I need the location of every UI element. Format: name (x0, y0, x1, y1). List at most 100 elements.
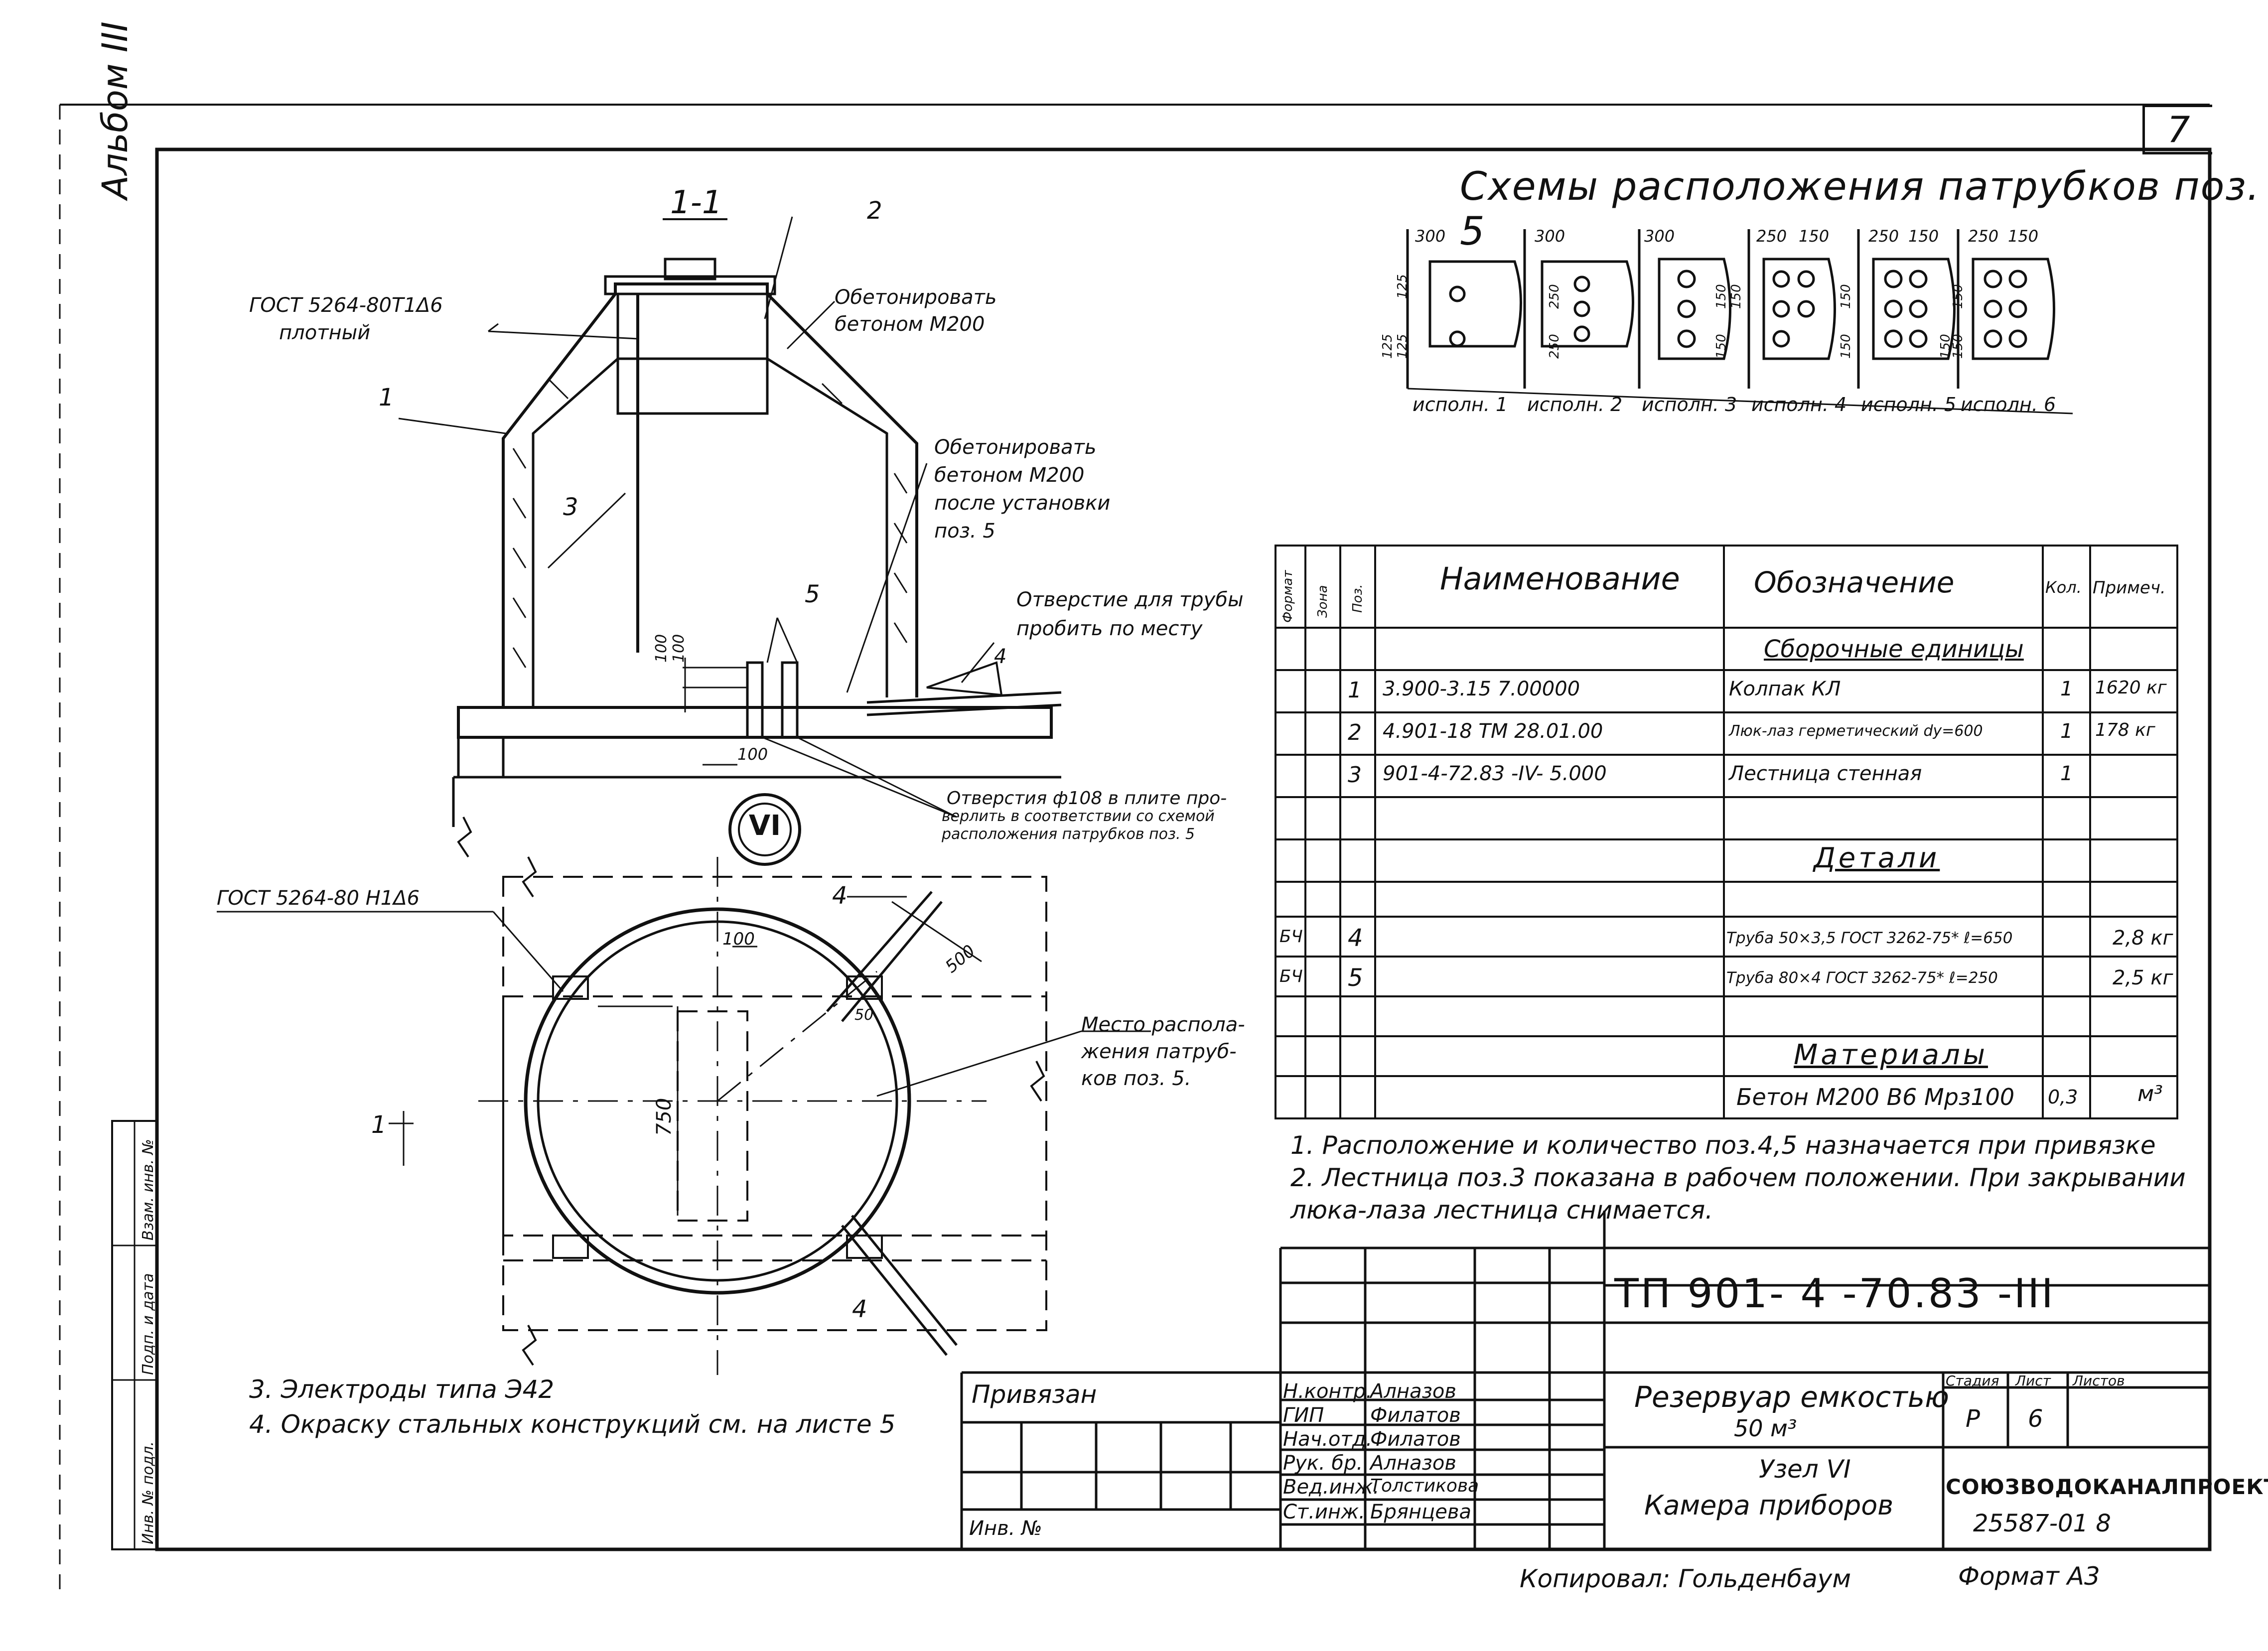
spec-row-6-designation: Бетон М200 В6 Мрз100 (1736, 1084, 2015, 1110)
album-label: Альбом III (95, 21, 136, 199)
dim-100-v2: 100 (670, 634, 688, 663)
place-note-line: Место распола- (1081, 1013, 1245, 1036)
scheme4-dim: 150 (1839, 284, 1853, 309)
callout-4: 4 (994, 645, 1007, 668)
dim-50: 50 (854, 1006, 874, 1024)
scheme1-dim: 300 (1415, 227, 1446, 246)
concrete-note-1: Обетонировать бетоном М200 (835, 284, 997, 338)
spec-row-1-note: 1620 кг (2095, 678, 2167, 698)
dim-100-plan: 100 (722, 929, 755, 949)
concrete-note-2-line: Обетонировать (934, 436, 1097, 459)
gost-weld-2: ГОСТ 5264-80 Н1Δ6 (217, 887, 420, 910)
spec-row-6-qty: 0,3 (2048, 1086, 2078, 1108)
title-line1: Резервуар емкостью (1634, 1380, 1949, 1414)
spec-row-4-designation: Труба 50×3,5 ГОСТ 3262-75* ℓ=650 (1726, 929, 2013, 947)
cap-inner (532, 357, 888, 707)
scheme-label-3: исполн. 3 (1642, 394, 1737, 415)
name-3: Филатов (1370, 1428, 1461, 1451)
bound-label: Привязан (972, 1380, 1097, 1409)
note-2: 2. Лестница поз.3 показана в рабочем пол… (1290, 1163, 2186, 1192)
scheme2-dim: 250 (1547, 334, 1562, 359)
name-2: Филатов (1370, 1404, 1461, 1427)
scheme1-dim: 125 (1380, 334, 1395, 359)
scheme2-dim: 300 (1535, 227, 1565, 246)
callout-2: 2 (867, 197, 882, 225)
spec-section-materials: Материалы (1794, 1039, 1988, 1071)
drill-note-line: верлить в соответствии со схемой (942, 808, 1215, 825)
sub-line1: Узел VI (1759, 1455, 1851, 1484)
scheme-label-5: исполн. 5 (1861, 394, 1957, 415)
spec-row-6-note: м³ (2137, 1081, 2163, 1106)
side-sign-date: Подп. и дата (140, 1273, 157, 1375)
spec-row-4-format: БЧ (1279, 927, 1303, 947)
scheme4-dim: 150 (1799, 227, 1830, 246)
note-3: 3. Электроды типа Э42 (249, 1375, 555, 1404)
spec-row-1-designation: Колпак КЛ (1729, 678, 1841, 700)
spec-header-format: Формат (1280, 570, 1295, 623)
sub-line2: Камера приборов (1644, 1490, 1894, 1521)
format-label: Формат А3 (1958, 1562, 2100, 1591)
spec-row-3-name: 901-4-72.83 -IV- 5.000 (1383, 762, 1607, 785)
doc-code: ТП 901- 4 -70.83 -III (1614, 1270, 2055, 1317)
concrete-note-1-line: бетоном М200 (835, 313, 985, 336)
hole-note-line: Отверстие для трубы (1016, 588, 1244, 611)
callout-1: 1 (379, 384, 394, 412)
drill-note-line: расположения патрубков поз. 5 (942, 826, 1195, 843)
spec-row-1-qty: 1 (2060, 678, 2073, 700)
sheet-value: 6 (2028, 1405, 2043, 1433)
copied-by: Копировал: Гольденбаум (1520, 1564, 1851, 1593)
drill-note: Отверстия ф108 в плите про- верлить в со… (942, 788, 1227, 843)
spec-row-2-qty: 1 (2060, 720, 2073, 743)
name-1: Алназов (1370, 1380, 1456, 1403)
scheme3-dim: 150 (1729, 284, 1744, 309)
callout-4-plan-bottom: 4 (852, 1295, 867, 1323)
role-3: Нач.отд. (1283, 1428, 1373, 1451)
scheme3-dim: 300 (1644, 227, 1675, 246)
role-1: Н.контр. (1283, 1380, 1372, 1403)
scheme-label-6: исполн. 6 (1961, 394, 2056, 415)
spec-header-name: Наименование (1440, 560, 1680, 597)
scheme-label-2: исполн. 2 (1527, 394, 1623, 415)
drill-note-line: Отверстия ф108 в плите про- (947, 788, 1227, 809)
gost-weld-1-sub: плотный (279, 321, 371, 344)
spec-header-pos: Поз. (1350, 584, 1365, 613)
concrete-note-2: Обетонировать бетоном М200 после установ… (934, 433, 1110, 545)
scheme4-dim: 150 (1839, 334, 1853, 359)
scheme1-dim: 125 (1395, 274, 1410, 299)
note-2-cont: люка-лаза лестница снимается. (1290, 1196, 1713, 1225)
scheme3-dim: 150 (1714, 284, 1729, 309)
spec-section-assemblies: Сборочные единицы (1764, 635, 2024, 663)
role-2: ГИП (1283, 1404, 1324, 1427)
spec-row-2-designation: Люк-лаз герметический dy=600 (1729, 722, 1983, 740)
side-inv-orig: Инв. № подл. (140, 1441, 157, 1544)
scheme-sketches (1406, 229, 2073, 414)
gost-weld-1: ГОСТ 5264-80Т1Δ6 (249, 294, 443, 317)
scheme5-dim: 150 (1938, 334, 1953, 359)
archive-stamp: 25587-01 8 (1973, 1510, 2111, 1537)
spec-row-2-note: 178 кг (2095, 720, 2155, 740)
plan-ring-outer (524, 907, 911, 1295)
scheme6-dim: 250 (1968, 227, 1999, 246)
concrete-note-2-line: после установки (934, 492, 1111, 515)
callout-5: 5 (805, 580, 820, 608)
node-circle (728, 793, 801, 866)
cap-outer (502, 282, 918, 707)
spec-row-4-note: 2,8 кг (2113, 927, 2173, 950)
org-name: СОЮЗВОДОКАНАЛПРОЕКТ (1946, 1475, 2268, 1499)
hole-note-line: пробить по месту (1016, 617, 1203, 640)
spec-row-2-pos: 2 (1348, 720, 1362, 745)
spec-row-3-qty: 1 (2060, 762, 2073, 785)
title-line2: 50 м³ (1734, 1415, 1797, 1442)
stage-value: Р (1966, 1405, 1980, 1433)
section-arrow-label: 1 (371, 1111, 387, 1139)
spec-grid (1275, 545, 2178, 1119)
base-slab (457, 706, 1053, 739)
scheme6-dim: 150 (2008, 227, 2039, 246)
hatch-neck (616, 292, 769, 415)
sheet-number: 7 (2142, 105, 2212, 154)
sheet-frame (155, 147, 2212, 1551)
role-5: Вед.инж. (1283, 1476, 1380, 1499)
spec-header-zone: Зона (1315, 585, 1330, 618)
plan-outline (502, 876, 1047, 1331)
role-6: Ст.инж. (1283, 1501, 1365, 1523)
